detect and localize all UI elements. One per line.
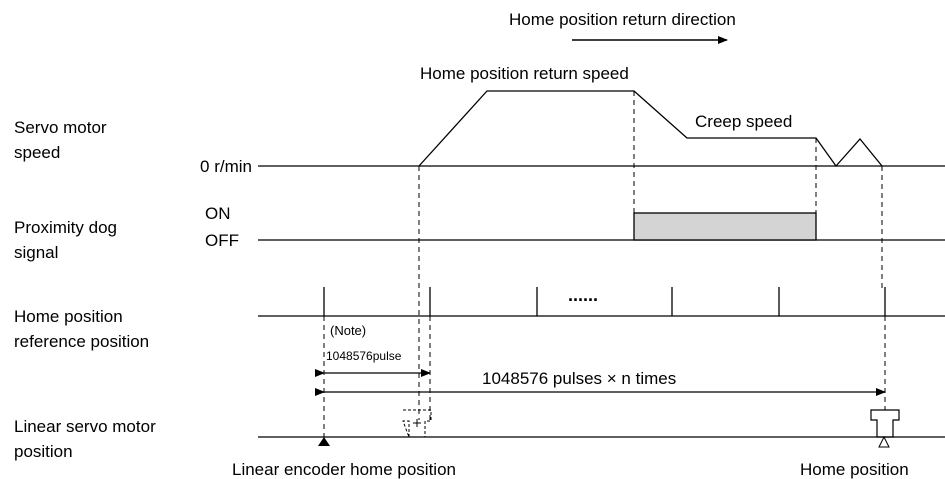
first-pulse-label: 1048576pulse [326, 349, 402, 363]
home-position-label: Home position [800, 460, 909, 479]
encoder-home-marker [318, 437, 330, 446]
motor-home-position-icon [870, 409, 900, 438]
zero-speed-label: 0 r/min [200, 157, 252, 176]
speed-profile [418, 90, 883, 168]
linear-position-label: Linear servo motor position [14, 417, 160, 461]
home-position-marker [878, 435, 890, 448]
pulses-times-label: 1048576 pulses × n times [482, 369, 676, 388]
return-speed-label: Home position return speed [420, 64, 629, 83]
dog-on-label: ON [205, 204, 231, 223]
dog-off-label: OFF [205, 231, 239, 250]
encoder-home-label: Linear encoder home position [232, 460, 456, 479]
dog-on-pulse [633, 212, 817, 241]
motor-speed-label: Servo motor speed [14, 118, 111, 162]
reference-pulse-ticks [323, 287, 886, 316]
guide-lines [323, 91, 886, 437]
note-label: (Note) [330, 323, 366, 338]
creep-speed-label: Creep speed [695, 112, 792, 131]
motor-start-position-icon [402, 409, 432, 438]
reference-ellipsis: ...... [568, 285, 598, 305]
direction-label: Home position return direction [509, 10, 736, 29]
reference-position-label: Home position reference position [14, 307, 149, 351]
dog-signal-label: Proximity dog signal [14, 218, 122, 262]
